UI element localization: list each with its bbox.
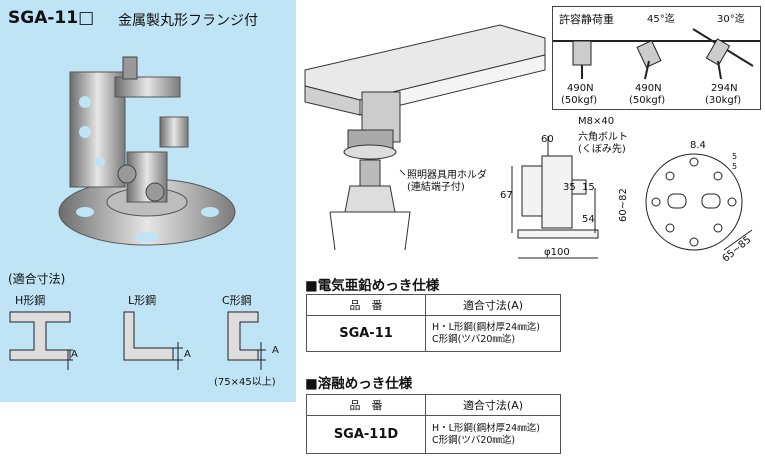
spec-table-hot-dip: 品 番 適合寸法(A) SGA-11D H・L形鋼(鋼材厚24㎜迄) C形鋼(ツ… xyxy=(306,394,561,454)
header-model: 品 番 xyxy=(306,394,426,416)
load-diagrams xyxy=(553,28,760,80)
fit-heading: (適合寸法) xyxy=(8,272,66,286)
size-line-1: H・L形鋼(鋼材厚24㎜迄) xyxy=(432,321,540,333)
installation-illustration xyxy=(304,24,546,251)
dim-5-a: 5 xyxy=(732,152,738,161)
bolt-tip: (くぼみ先) xyxy=(578,144,626,155)
product-description: 金属製丸形フランジ付 xyxy=(118,13,258,29)
dim-phi100: φ100 xyxy=(544,247,570,258)
flange-plan-drawing xyxy=(645,153,753,251)
model-sga-11d: SGA-11D xyxy=(306,415,426,454)
dim-5-b: 5 xyxy=(732,162,738,171)
product-panel: SGA-11□ 金属製丸形フランジ付 (適合寸法) H形鋼 L形鋼 C形鋼 xyxy=(0,0,296,402)
h-dim-a: A xyxy=(71,349,78,360)
header-size: 適合寸法(A) xyxy=(425,294,561,316)
dim-67: 67 xyxy=(500,190,513,201)
bolt-spec: M8×40 xyxy=(578,116,615,127)
load-value-3-kgf: (30kgf) xyxy=(705,95,742,106)
load-value-2-n: 490N xyxy=(635,83,662,94)
dim-15: 15 xyxy=(582,182,595,193)
header-model: 品 番 xyxy=(306,294,426,316)
c-steel-label: C形鋼 xyxy=(222,294,252,307)
dim-35: 35 xyxy=(563,182,576,193)
size-line-2: C形鋼(ツバ20㎜迄) xyxy=(432,434,516,446)
size-line-1: H・L形鋼(鋼材厚24㎜迄) xyxy=(432,422,540,434)
allowable-load-box: 許容静荷重 45°迄 30°迄 490N (50kgf) 490N (50kgf… xyxy=(552,6,761,110)
holder-label-line1: 照明器具用ホルダ xyxy=(407,170,487,181)
model-sga-11: SGA-11 xyxy=(306,315,426,352)
section-title-hot-dip: ■溶融めっき仕様 xyxy=(305,376,413,392)
load-value-1-n: 490N xyxy=(567,83,594,94)
size-cell: H・L形鋼(鋼材厚24㎜迄) C形鋼(ツバ20㎜迄) xyxy=(425,415,561,454)
load-angle-30: 30°迄 xyxy=(717,14,745,25)
load-title: 許容静荷重 xyxy=(559,13,614,26)
header-size: 適合寸法(A) xyxy=(425,394,561,416)
product-model: SGA-11□ xyxy=(8,8,95,28)
product-photo xyxy=(58,56,236,246)
bolt-type: 六角ボルト xyxy=(578,132,628,143)
size-line-2: C形鋼(ツバ20㎜迄) xyxy=(432,333,516,345)
holder-label-line2: (連結端子付) xyxy=(407,182,465,193)
dim-60-side: 60 xyxy=(541,134,554,145)
steel-profiles-diagram xyxy=(9,311,266,370)
c-steel-size-note: (75×45以上) xyxy=(214,377,276,388)
l-steel-label: L形鋼 xyxy=(128,294,157,307)
c-dim-a: A xyxy=(272,345,279,356)
load-value-2-kgf: (50kgf) xyxy=(629,95,666,106)
l-dim-a: A xyxy=(184,349,191,360)
dim-54: 54 xyxy=(582,214,595,225)
h-steel-label: H形鋼 xyxy=(15,294,46,307)
section-title-electro-zinc: ■電気亜鉛めっき仕様 xyxy=(305,278,440,294)
size-cell: H・L形鋼(鋼材厚24㎜迄) C形鋼(ツバ20㎜迄) xyxy=(425,315,561,352)
spec-table-electro-zinc: 品 番 適合寸法(A) SGA-11 H・L形鋼(鋼材厚24㎜迄) C形鋼(ツバ… xyxy=(306,294,561,352)
dim-60-82: 60~82 xyxy=(618,188,629,222)
dim-8-4: 8.4 xyxy=(690,140,706,151)
load-value-3-n: 294N xyxy=(711,83,738,94)
load-angle-45: 45°迄 xyxy=(647,14,675,25)
load-value-1-kgf: (50kgf) xyxy=(561,95,598,106)
side-view-drawing xyxy=(511,136,599,259)
